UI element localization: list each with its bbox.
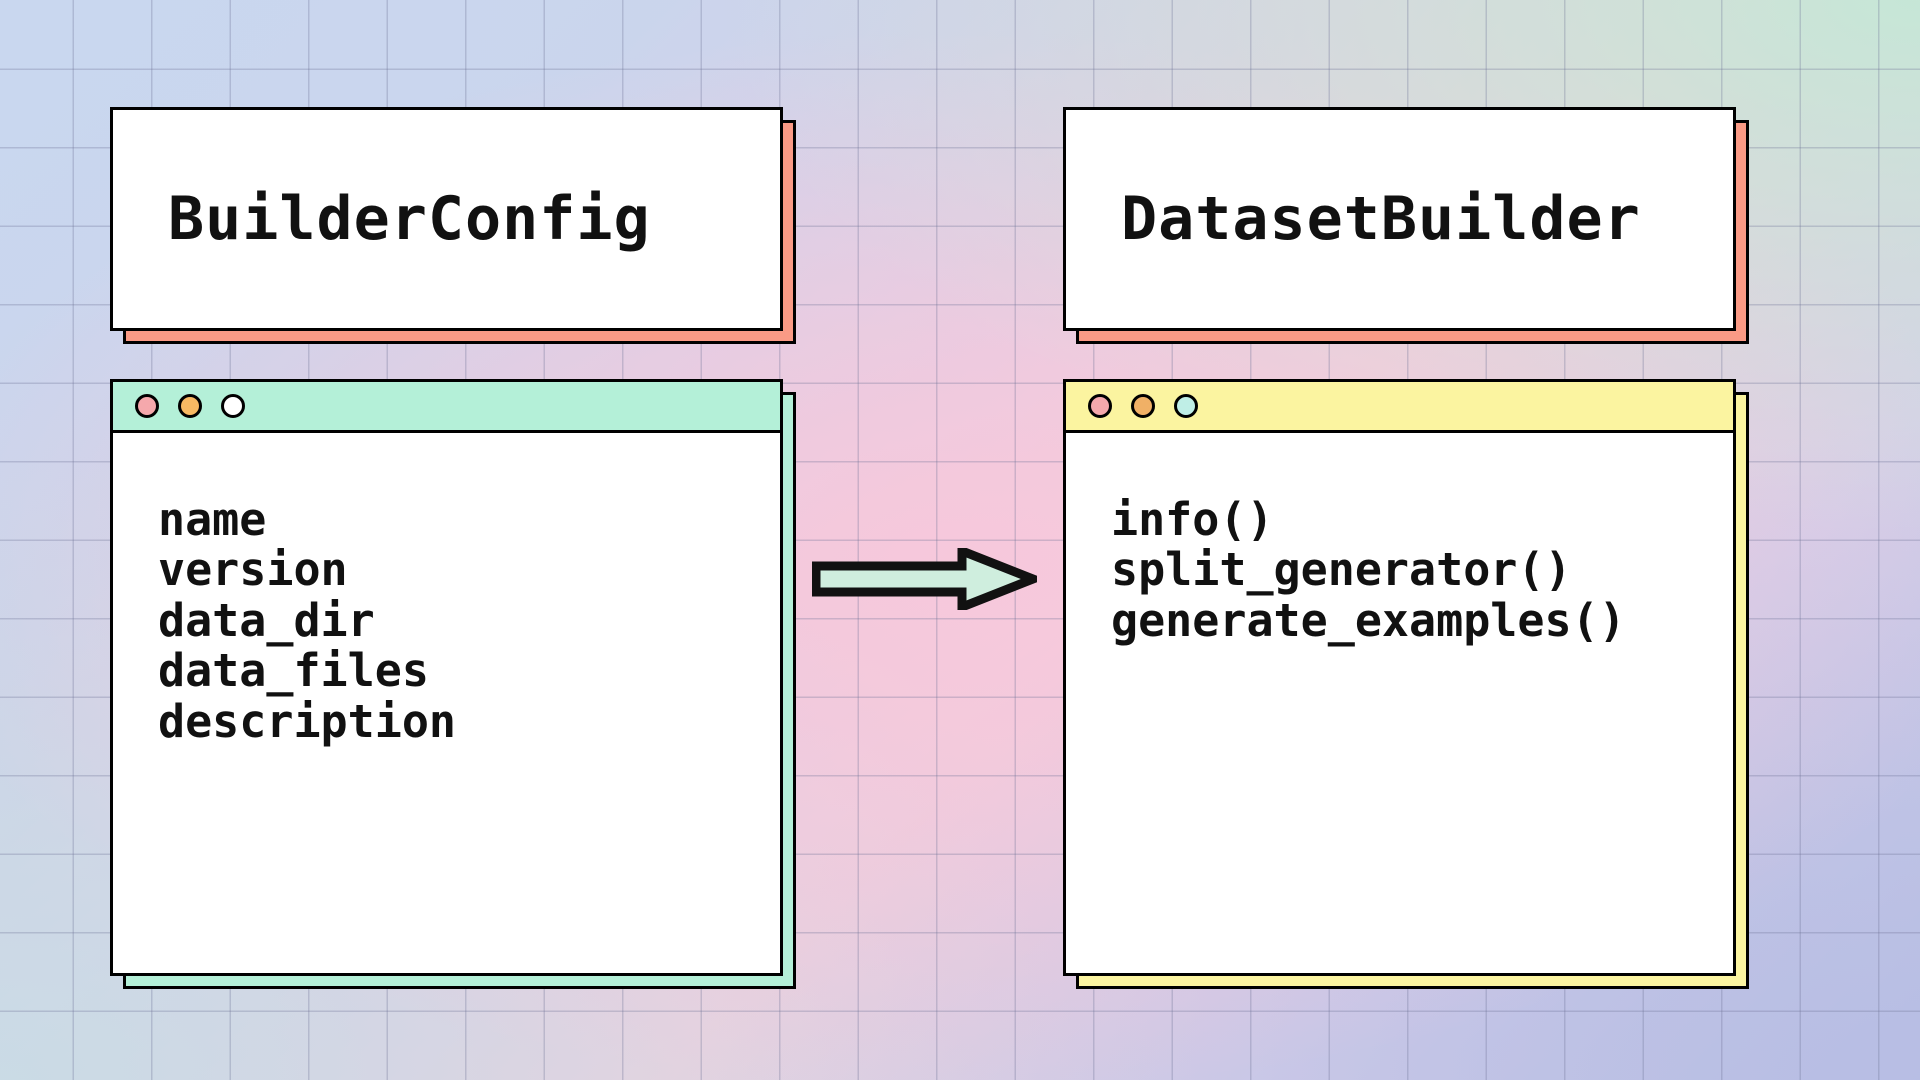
window-titlebar[interactable] [113, 382, 780, 433]
window-frame: info() split_generator() generate_exampl… [1063, 379, 1736, 976]
list-item: info() [1111, 493, 1274, 546]
builder-config-window[interactable]: name version data_dir data_files descrip… [110, 379, 796, 989]
list-item: data_files [158, 644, 429, 698]
builder-config-column: BuilderConfig name version data_dir data… [110, 0, 796, 1080]
dot-red-icon[interactable] [1088, 394, 1112, 418]
page-title-left: BuilderConfig [168, 184, 651, 254]
window-frame: name version data_dir data_files descrip… [110, 379, 783, 976]
list-item: split_generator() [1111, 543, 1572, 597]
list-item: name [158, 493, 267, 546]
page-title-right: DatasetBuilder [1121, 184, 1641, 254]
builder-config-title-card[interactable]: BuilderConfig [110, 107, 796, 344]
window-content: info() split_generator() generate_exampl… [1066, 433, 1733, 973]
dot-red-icon[interactable] [135, 394, 159, 418]
list-item: generate_examples() [1111, 593, 1626, 647]
title-card-face: BuilderConfig [110, 107, 783, 331]
dot-green-icon[interactable] [1174, 394, 1198, 418]
list-item: description [158, 694, 457, 748]
list-item: data_dir [158, 593, 375, 647]
dataset-builder-column: DatasetBuilder info() split_generator() … [1063, 0, 1749, 1080]
dot-yellow-icon[interactable] [1131, 394, 1155, 418]
title-card-face: DatasetBuilder [1063, 107, 1736, 331]
window-titlebar[interactable] [1066, 382, 1733, 433]
list-item: version [158, 543, 348, 597]
dot-green-icon[interactable] [221, 394, 245, 418]
dataset-builder-window[interactable]: info() split_generator() generate_exampl… [1063, 379, 1749, 989]
dot-yellow-icon[interactable] [178, 394, 202, 418]
flow-arrow-right-icon [812, 548, 1037, 610]
window-content: name version data_dir data_files descrip… [113, 433, 780, 973]
dataset-builder-title-card[interactable]: DatasetBuilder [1063, 107, 1749, 344]
